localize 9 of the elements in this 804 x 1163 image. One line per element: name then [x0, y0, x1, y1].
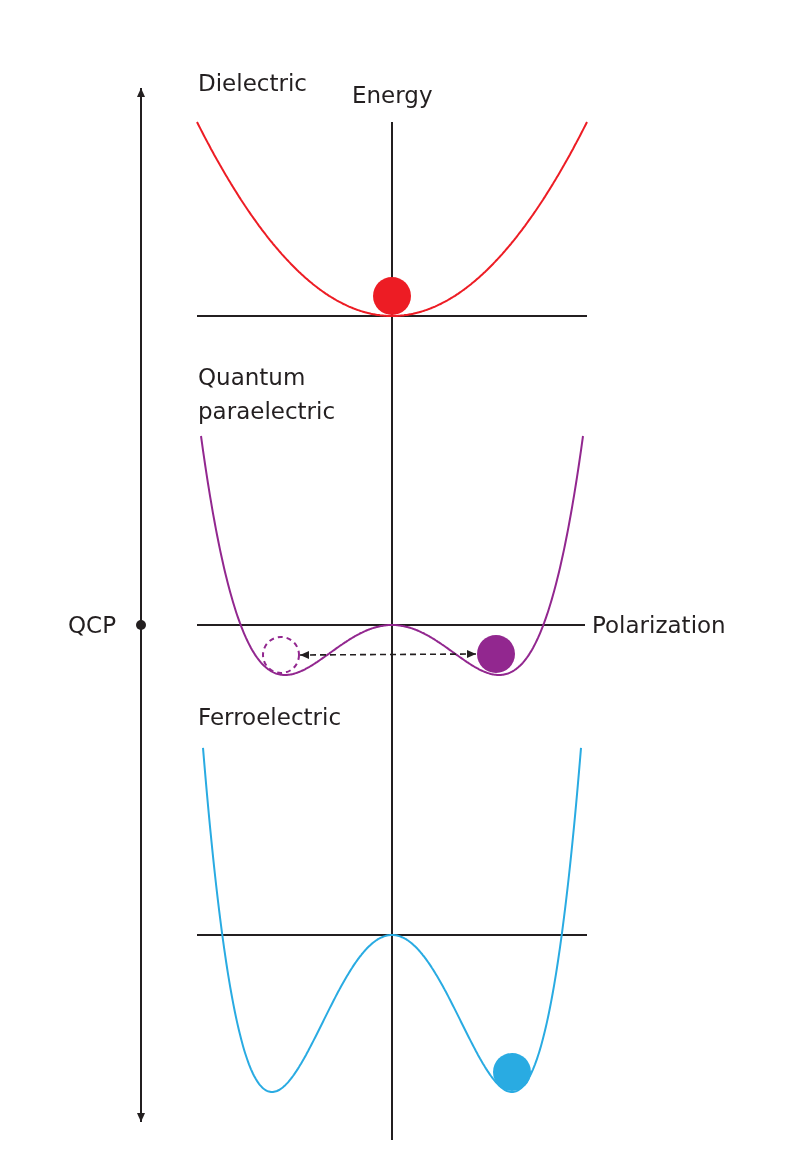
axis-label: Energy — [352, 81, 434, 110]
ball — [477, 635, 515, 673]
point-label: QCP — [68, 611, 118, 640]
curve-label: Dielectric — [198, 69, 308, 98]
double-headed-arrow — [299, 650, 477, 659]
dashed-ball-outline — [262, 636, 300, 674]
axis-label: Polarization — [592, 611, 727, 640]
curve-label: Quantum paraelectric — [198, 363, 337, 426]
curve-label: Ferroelectric — [198, 703, 343, 732]
